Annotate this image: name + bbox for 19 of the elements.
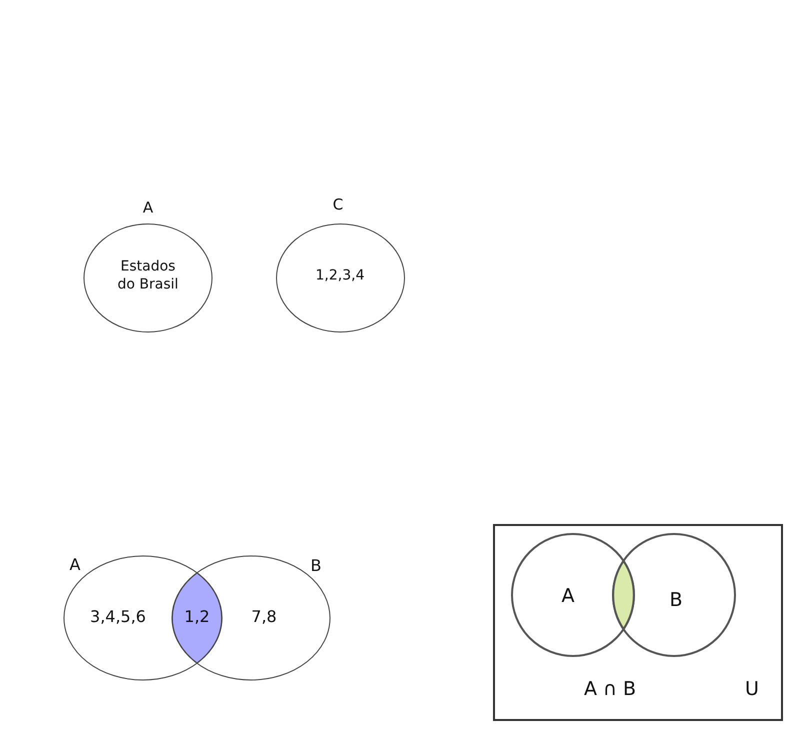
set-elements: Estados do Brasil (116, 258, 180, 294)
set-label: C (332, 196, 344, 214)
set-circle (612, 533, 736, 657)
set-elements: 3,4,5,6 (90, 607, 146, 627)
set-label: B (669, 589, 683, 613)
universe-label: U (745, 678, 759, 702)
set-ellipse (275, 195, 406, 332)
set-label: A (562, 585, 574, 609)
set-label: A (142, 198, 154, 218)
intersection-elements: 1,2 (184, 607, 210, 627)
intersection-region (172, 573, 222, 663)
set-label: B (310, 556, 322, 576)
intersection-label: A ∩ B (584, 678, 636, 702)
set-circle (511, 533, 635, 657)
set-elements: 1,2,3,4 (316, 267, 364, 285)
set-label: A (70, 555, 80, 575)
universe-rectangle (494, 525, 782, 720)
set-ellipse (171, 555, 331, 681)
set-elements: 7,8 (251, 607, 277, 627)
